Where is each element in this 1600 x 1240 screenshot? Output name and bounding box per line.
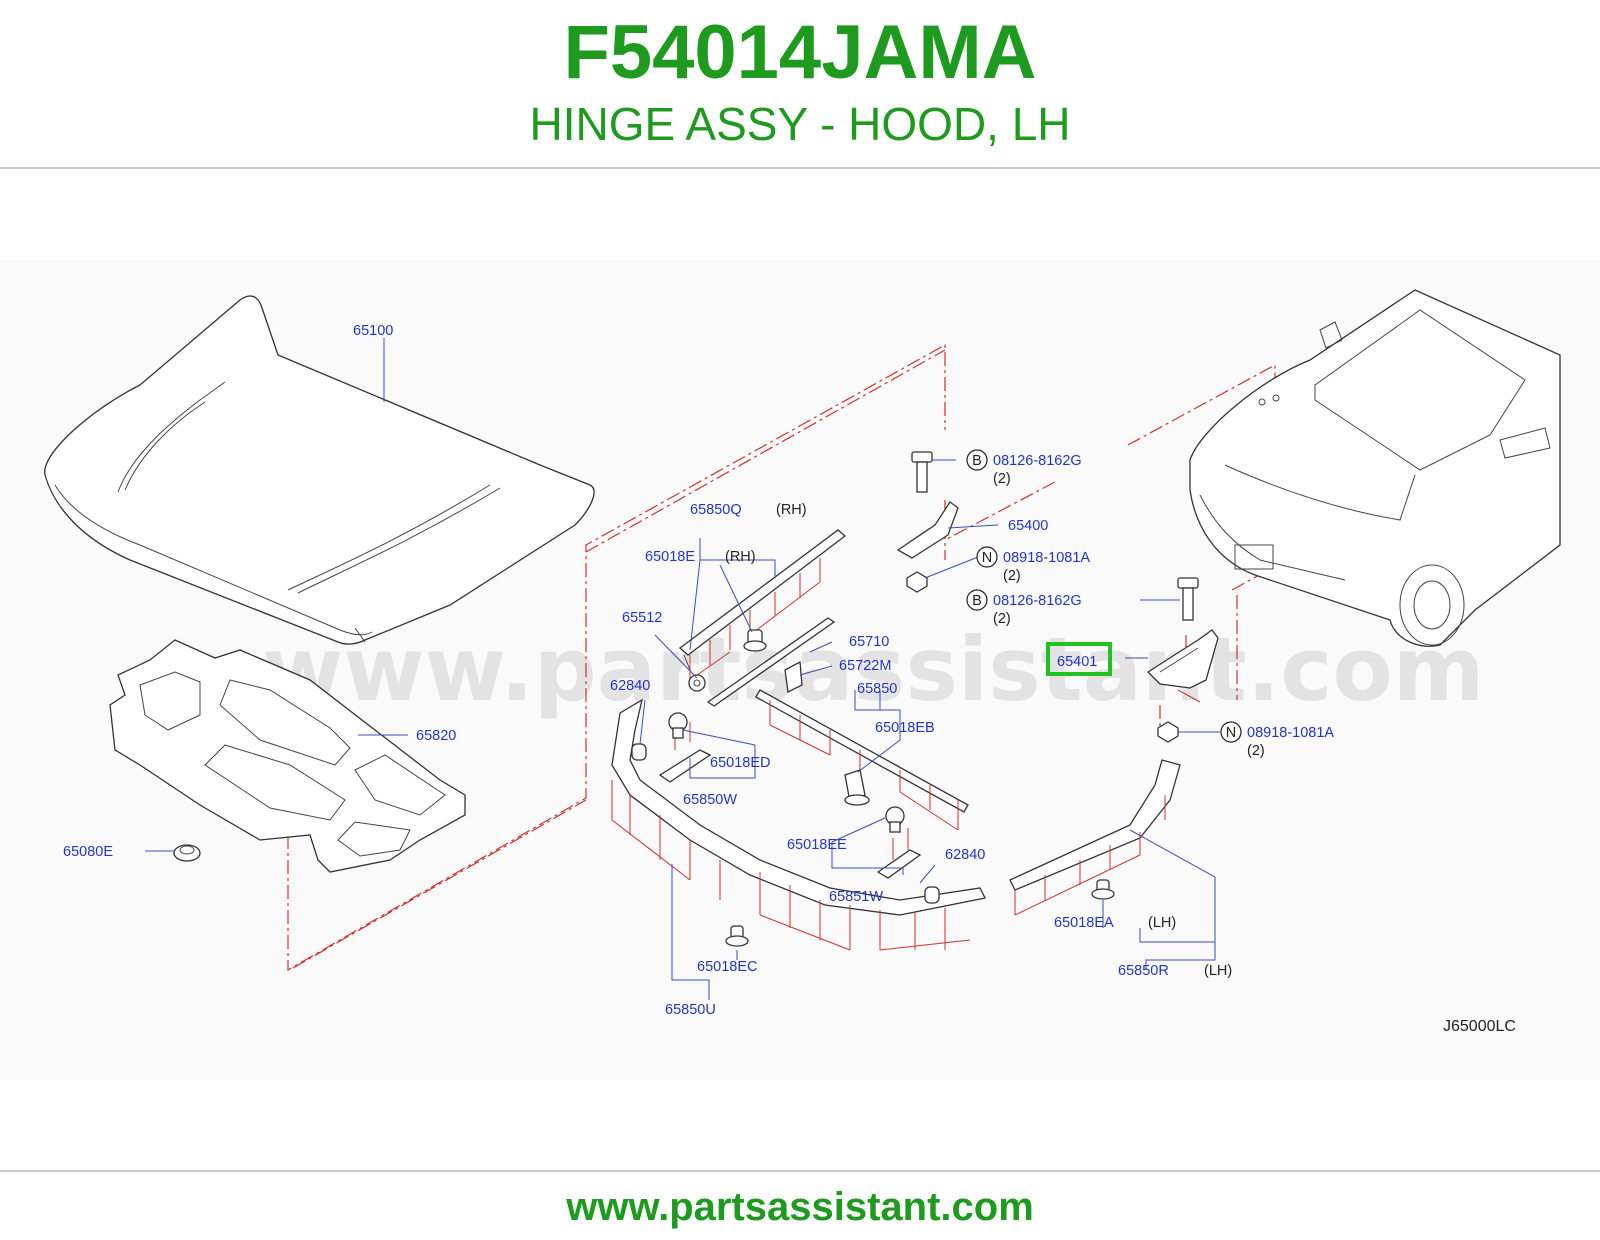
label-65722m[interactable]: 65722M <box>839 658 891 674</box>
nut-08918-1081a-upper[interactable] <box>906 571 928 593</box>
label-65018ed[interactable]: 65018ED <box>710 755 770 771</box>
label-65850w[interactable]: 65850W <box>683 792 737 808</box>
footer-divider <box>0 1170 1600 1172</box>
selected-part-highlight <box>1046 642 1112 676</box>
label-65018eb[interactable]: 65018EB <box>875 720 935 736</box>
bumper-62840-right[interactable] <box>924 886 940 904</box>
label-65080e[interactable]: 65080E <box>63 844 113 860</box>
hinge-lh-65401[interactable] <box>1146 629 1219 703</box>
seal-65850u[interactable] <box>611 698 986 951</box>
note-rh-65850q: (RH) <box>776 502 807 518</box>
qty-08918-lower: (2) <box>1247 743 1265 759</box>
diagram-code: J65000LC <box>1443 1018 1516 1035</box>
header-divider <box>0 167 1600 169</box>
note-lh-65018ea: (LH) <box>1148 915 1176 931</box>
watermark: www.partsassistant.com <box>262 618 1485 721</box>
label-62840-left[interactable]: 62840 <box>610 678 650 694</box>
svg-text:N: N <box>1226 725 1236 741</box>
bumper-62840-left[interactable] <box>631 743 647 761</box>
label-65851w[interactable]: 65851W <box>829 889 883 905</box>
part-number-title: F54014JAMA <box>563 10 1037 95</box>
label-08126-8162g-upper[interactable]: 08126-8162G <box>993 453 1082 469</box>
clip-65018ed[interactable] <box>668 712 688 739</box>
seal-rh-65850q[interactable] <box>678 529 847 681</box>
label-65018ea[interactable]: 65018EA <box>1054 915 1114 931</box>
note-rh-65018e: (RH) <box>725 549 756 565</box>
clip-65018ea[interactable] <box>1091 879 1115 900</box>
seal-65850[interactable] <box>755 689 969 831</box>
label-65512[interactable]: 65512 <box>622 610 662 626</box>
label-08918-1081a-upper[interactable]: 08918-1081A <box>1003 550 1090 566</box>
clip-65018ee[interactable] <box>885 806 905 833</box>
clip-65722m[interactable] <box>784 660 803 693</box>
label-65100[interactable]: 65100 <box>353 323 393 339</box>
marker-b-lower: B <box>966 589 988 611</box>
part-description: HINGE ASSY - HOOD, LH <box>529 98 1071 150</box>
seal-65710[interactable] <box>706 617 836 707</box>
qty-08126-upper: (2) <box>993 471 1011 487</box>
seal-lh-65850r[interactable] <box>1009 759 1181 916</box>
hood-panel-65100[interactable] <box>44 295 595 645</box>
label-65850r[interactable]: 65850R <box>1118 963 1169 979</box>
hood-insulator-65820[interactable] <box>109 639 466 873</box>
note-lh-65850r: (LH) <box>1204 963 1232 979</box>
nut-08918-1081a-lower[interactable] <box>1157 721 1179 743</box>
qty-08126-lower: (2) <box>993 611 1011 627</box>
clip-65018eb[interactable] <box>844 769 870 806</box>
svg-text:B: B <box>972 453 982 469</box>
label-65710[interactable]: 65710 <box>849 634 889 650</box>
svg-text:B: B <box>972 593 982 609</box>
part-labels: 65100 65820 65080E 65850Q (RH) 65018E (R… <box>63 323 1516 1035</box>
label-65401[interactable]: 65401 <box>1057 654 1097 670</box>
label-65850[interactable]: 65850 <box>857 681 897 697</box>
marker-n-lower: N <box>1220 721 1242 743</box>
bracket-65851w[interactable] <box>876 828 922 879</box>
hinge-rh-65400[interactable] <box>896 501 959 559</box>
footer-website-link[interactable]: www.partsassistant.com <box>566 1185 1034 1229</box>
clip-65018ec[interactable] <box>725 925 749 947</box>
marker-b-upper: B <box>966 449 988 471</box>
bolt-08126-8162g-lower[interactable] <box>1177 577 1199 621</box>
label-65400[interactable]: 65400 <box>1008 518 1048 534</box>
label-08126-8162g-lower[interactable]: 08126-8162G <box>993 593 1082 609</box>
clip-65018e[interactable] <box>743 629 767 652</box>
vehicle-illustration <box>1189 289 1561 647</box>
svg-text:N: N <box>982 550 992 566</box>
clip-65080e[interactable] <box>173 844 201 862</box>
bolt-08126-8162g-upper[interactable] <box>911 451 933 493</box>
qty-08918-upper: (2) <box>1003 568 1021 584</box>
label-65018ec[interactable]: 65018EC <box>697 959 757 975</box>
label-65018ee[interactable]: 65018EE <box>787 837 847 853</box>
label-62840-right[interactable]: 62840 <box>945 847 985 863</box>
label-65850q[interactable]: 65850Q <box>690 502 742 518</box>
exploded-parts-diagram: www.partsassistant.com <box>0 260 1600 1080</box>
label-08918-1081a-lower[interactable]: 08918-1081A <box>1247 725 1334 741</box>
label-65018e[interactable]: 65018E <box>645 549 695 565</box>
label-65820[interactable]: 65820 <box>416 728 456 744</box>
marker-n-upper: N <box>976 546 998 568</box>
label-65850u[interactable]: 65850U <box>665 1002 716 1018</box>
leader-lines <box>145 338 1220 1000</box>
fastener-65512[interactable] <box>688 674 706 692</box>
